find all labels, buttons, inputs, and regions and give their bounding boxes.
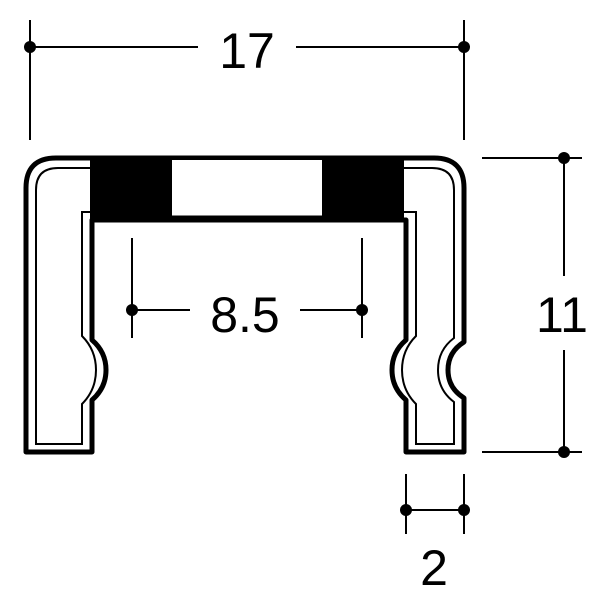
gap-dimension-label: 8.5 bbox=[210, 287, 280, 343]
width-dimension-label: 17 bbox=[219, 23, 275, 79]
height-dimension-dot-bottom bbox=[558, 446, 570, 458]
gap-dimension-dot-right bbox=[356, 304, 368, 316]
gap-dimension-dot-left bbox=[126, 304, 138, 316]
wall-dimension-label: 2 bbox=[420, 540, 448, 596]
height-dimension-dot-top bbox=[558, 152, 570, 164]
width-dimension-dot-right bbox=[458, 41, 470, 53]
wall-dimension-dot-left bbox=[400, 504, 412, 516]
left-insert-block bbox=[92, 158, 172, 220]
height-dimension-label: 11 bbox=[536, 287, 588, 343]
right-insert-block bbox=[322, 158, 402, 220]
channel-profile-inner-line bbox=[35, 167, 455, 445]
width-dimension-dot-left bbox=[24, 41, 36, 53]
wall-dimension-dot-right bbox=[458, 504, 470, 516]
